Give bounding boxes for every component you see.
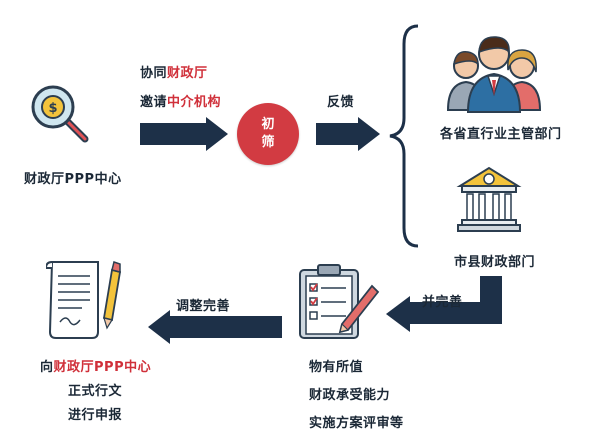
submit-label-2: 正式行文: [68, 384, 123, 399]
coordinate-highlight: 财政厅: [167, 66, 208, 81]
people-group-icon: [446, 36, 542, 113]
coordinate-prefix: 协同: [140, 66, 168, 81]
submit-highlight: 财政厅PPP中心: [53, 360, 152, 375]
arrow-head-1: [206, 117, 228, 151]
check-item-2: 财政承受能力: [309, 388, 391, 403]
arrow-to-submit: [168, 316, 282, 338]
arrow-to-screening: [140, 123, 208, 145]
arrow-head-left: [148, 310, 170, 344]
submit-prefix: 向: [40, 360, 54, 375]
submit-label-3: 进行申报: [68, 408, 123, 423]
screening-line1: 初: [261, 117, 275, 132]
svg-text:$: $: [48, 101, 57, 116]
arrow-down-left: [386, 276, 502, 332]
submit-label-1: 向财政厅PPP中心: [40, 356, 151, 375]
adjust-label: 调整完善: [176, 299, 231, 314]
document-pen-icon: [46, 261, 122, 339]
coordinate-label: 协同财政厅: [140, 62, 208, 81]
screening-circle: 初 筛: [237, 103, 299, 165]
clipboard-checklist-icon: [299, 264, 380, 339]
feedback-label: 反馈: [327, 95, 355, 110]
screening-line2: 筛: [261, 135, 275, 150]
bracket-divider: [389, 24, 419, 248]
finance-center-label: 财政厅PPP中心: [24, 172, 122, 187]
arrow-head-2: [358, 117, 380, 151]
check-item-3: 实施方案评审等: [309, 416, 404, 431]
bank-building-icon: [456, 166, 522, 232]
refine-label: 并完善: [422, 295, 463, 310]
invite-highlight: 中介机构: [167, 95, 222, 110]
invite-prefix: 邀请: [140, 95, 168, 110]
invite-label: 邀请中介机构: [140, 91, 221, 110]
magnifier-coin-icon: $: [31, 85, 89, 143]
check-item-1: 物有所值: [309, 360, 364, 375]
city-finance-label: 市县财政部门: [454, 255, 536, 270]
provincial-depts-label: 各省直行业主管部门: [440, 127, 562, 142]
arrow-to-departments: [316, 123, 360, 145]
